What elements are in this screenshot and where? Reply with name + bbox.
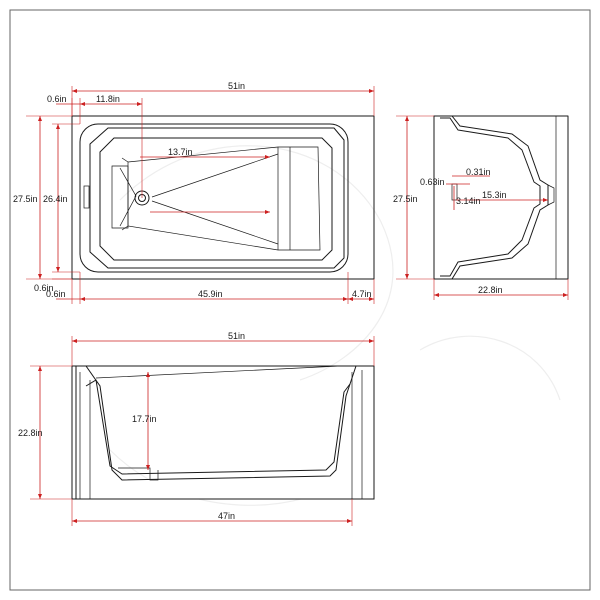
dim-top-overall-length: 51in — [228, 81, 245, 91]
side-view: 27.5in 0.63in 0.31in 15.3in 3.14in 22.8i… — [393, 115, 569, 300]
dim-overflow-offset: 0.63in — [420, 177, 445, 187]
dim-front-overall-length: 51in — [228, 331, 245, 341]
dim-drain-offset: 11.8in — [96, 94, 120, 104]
front-view-drain — [118, 467, 159, 481]
front-view: 51in 22.8in 17.7in 47in — [18, 331, 375, 526]
overflow-slot — [83, 185, 90, 209]
dim-overflow-size: 0.31in — [466, 167, 491, 177]
top-view: 51in 0.6in 11.8in 13.7in 27.5in 26.4in 0… — [13, 81, 375, 304]
dim-right-deck: 4.7in — [352, 289, 372, 299]
dim-top-inner-width: 26.4in — [43, 194, 68, 204]
dim-front-height: 22.8in — [18, 428, 43, 438]
front-view-shell — [75, 365, 375, 500]
dim-base-length: 47in — [218, 511, 235, 521]
dim-side-overall-depth: 22.8in — [478, 285, 503, 295]
dim-inner-length: 45.9in — [198, 289, 223, 299]
dim-left-rim: 0.6in — [47, 94, 67, 104]
top-view-basin-inner — [99, 137, 333, 261]
top-view-basin-outer — [89, 127, 345, 269]
top-view-sloped-floor — [127, 146, 321, 251]
side-view-overflow-cap — [547, 184, 555, 206]
front-view-rim-line — [95, 365, 341, 379]
dim-overflow-diameter: 3.14in — [456, 196, 481, 206]
dim-bottom-left-rim: 0.6in — [46, 289, 66, 299]
dim-overflow-height: 15.3in — [482, 190, 507, 200]
dim-side-overall-height: 27.5in — [393, 194, 418, 204]
top-view-deck — [79, 123, 349, 273]
drawing-frame — [9, 9, 591, 591]
side-view-inner-wall — [440, 117, 541, 277]
dim-bottom-rim: 0.6in — [34, 283, 54, 293]
top-view-outer-rim — [71, 115, 375, 280]
dim-water-depth: 17.7in — [132, 414, 157, 424]
dim-top-overall-width: 27.5in — [13, 194, 38, 204]
front-view-inner-wall — [85, 379, 351, 475]
dim-slope-depth: 13.7in — [168, 147, 193, 157]
